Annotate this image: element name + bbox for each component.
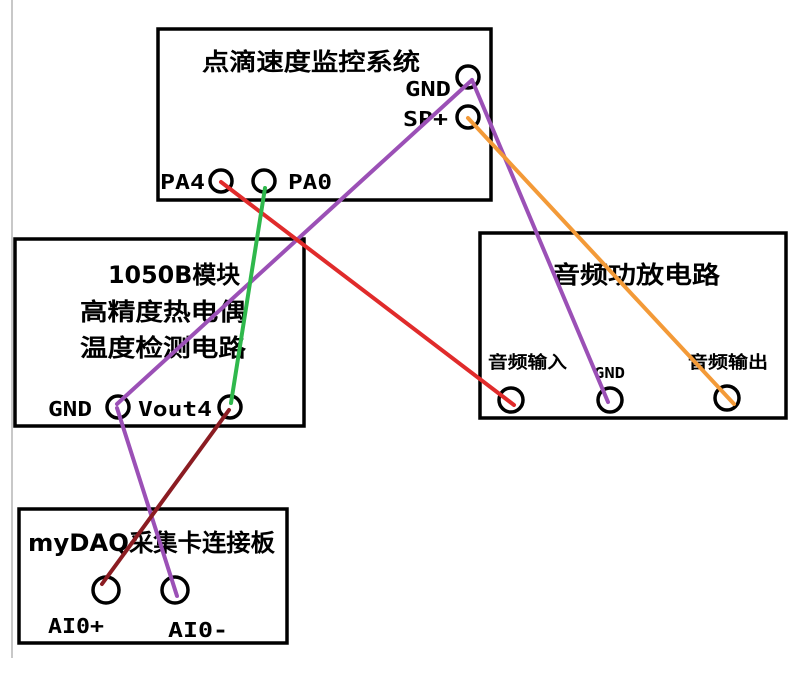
mydaq-aim-label: AI0-	[168, 618, 228, 642]
thermocouple-vout-terminal	[217, 394, 243, 420]
thermocouple-title-line1: 1050B模块	[108, 261, 240, 289]
monitor-sp-terminal	[455, 104, 481, 130]
audio-amplifier-title: 音频功放电路	[552, 261, 721, 289]
monitor-gnd-label: GND	[405, 77, 451, 101]
mydaq-board-title: myDAQ采集卡连接板	[28, 529, 276, 557]
monitor-system-title: 点滴速度监控系统	[202, 48, 420, 76]
monitor-system-box: 点滴速度监控系统 GND SP+ PA4 PA0	[156, 27, 493, 202]
mydaq-board-frame	[17, 507, 289, 645]
mydaq-board-box: myDAQ采集卡连接板 AI0+ AI0-	[17, 507, 289, 645]
audio-input-label: 音频输入	[488, 352, 567, 373]
wire-monitor-gnd-to-thermo-gnd	[115, 78, 474, 406]
audio-output-terminal	[713, 384, 741, 412]
monitor-gnd-terminal	[455, 64, 481, 90]
wire-thermo-vout-to-daq-aip	[100, 408, 231, 586]
audio-output-label: 音频输出	[688, 352, 768, 373]
audio-gnd-terminal	[596, 386, 624, 414]
monitor-pa0-label: PA0	[288, 170, 332, 194]
thermocouple-module-box: 1050B模块 高精度热电偶 温度检测电路 GND Vout4	[13, 237, 306, 428]
wire-monitor-pa4-to-audio-input	[219, 180, 516, 407]
monitor-pa4-terminal	[208, 168, 234, 194]
thermocouple-title-line3: 温度检测电路	[80, 334, 247, 362]
mydaq-aip-label: AI0+	[48, 614, 104, 638]
wire-monitor-gnd-to-audio-gnd	[470, 78, 610, 404]
audio-input-terminal	[497, 386, 525, 414]
monitor-pa4-label: PA4	[160, 170, 205, 194]
thermocouple-title-line2: 高精度热电偶	[80, 298, 246, 326]
wire-monitor-sp-to-audio-output	[466, 116, 736, 406]
thermocouple-gnd-terminal	[105, 394, 131, 420]
thermocouple-module-frame	[13, 237, 306, 428]
audio-gnd-label: GND	[594, 364, 625, 382]
thermocouple-vout-label: Vout4	[138, 397, 212, 421]
audio-amplifier-box: 音频功放电路 音频输入 GND 音频输出	[478, 231, 788, 420]
wires	[100, 78, 736, 598]
mydaq-aim-terminal	[160, 575, 190, 605]
wire-monitor-pa0-to-thermo-vout	[229, 186, 267, 405]
thermocouple-gnd-label: GND	[48, 397, 92, 421]
wire-thermo-gnd-to-daq-aim	[115, 406, 179, 598]
